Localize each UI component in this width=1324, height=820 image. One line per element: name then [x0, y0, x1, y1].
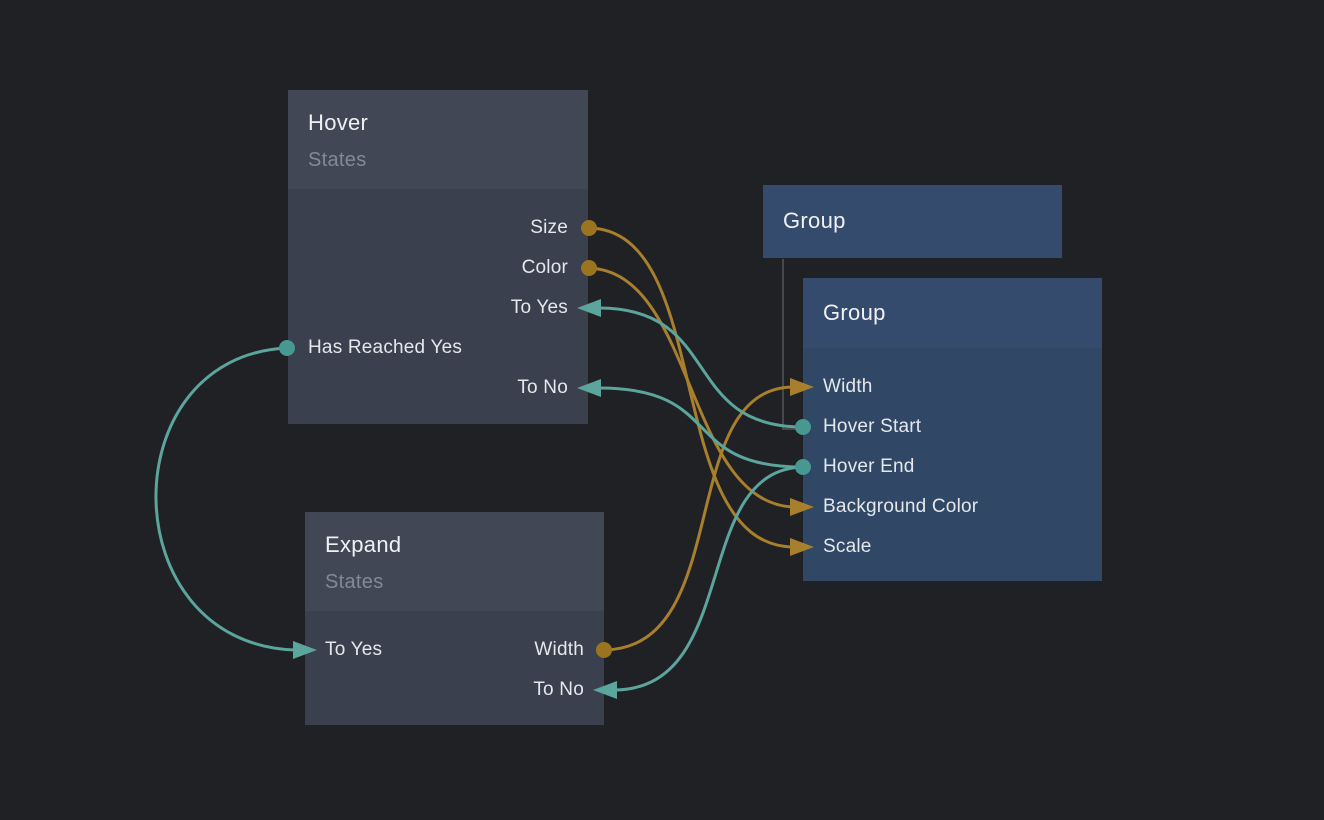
node-expand-header[interactable] [305, 512, 604, 611]
node-hover-title: Hover [308, 110, 369, 135]
node-group-parent-title: Group [783, 208, 846, 233]
port-group-scale[interactable]: Scale [823, 536, 872, 557]
wire-has-reached-yes-to-to-yes-expand[interactable] [154, 346, 297, 652]
wire-hover-end-to-to-no-hover[interactable] [597, 386, 805, 469]
port-expand-to-yes[interactable]: To Yes [325, 639, 383, 660]
wire-color-to-background-color[interactable] [587, 266, 794, 509]
node-group-parent-header[interactable] [763, 185, 1062, 258]
node-group-child-body [803, 348, 1102, 581]
node-group-parent[interactable] [763, 185, 1062, 258]
wire-hover-end-to-to-no-expand[interactable] [613, 465, 805, 692]
node-expand-body [305, 611, 604, 725]
port-group-hover-start[interactable]: Hover Start [823, 416, 922, 437]
port-group-hover-end[interactable]: Hover End [823, 456, 915, 477]
node-expand-states[interactable] [305, 512, 604, 725]
node-group-child-header[interactable] [803, 278, 1102, 348]
wire-size-to-scale[interactable] [587, 226, 794, 549]
node-hover-body [288, 189, 588, 424]
port-hover-to-no[interactable]: To No [517, 377, 568, 398]
port-group-width[interactable]: Width [823, 376, 873, 397]
port-expand-to-no[interactable]: To No [533, 679, 584, 700]
node-expand-subtitle: States [325, 571, 384, 593]
port-group-background-color[interactable]: Background Color [823, 496, 979, 517]
wire-hover-start-to-to-yes[interactable] [597, 306, 805, 429]
port-hover-to-yes[interactable]: To Yes [510, 297, 568, 318]
node-group-child-title: Group [823, 300, 886, 325]
hierarchy-line-group-parent-child [782, 259, 801, 430]
node-hover-states[interactable] [288, 90, 588, 424]
port-hover-color[interactable]: Color [521, 257, 568, 278]
port-expand-width[interactable]: Width [534, 639, 584, 660]
port-hover-size[interactable]: Size [530, 217, 568, 238]
wire-expand-width-to-group-width[interactable] [602, 385, 794, 652]
node-hover-subtitle: States [308, 149, 367, 171]
node-hover-header[interactable] [288, 90, 588, 189]
node-group-child[interactable] [803, 278, 1102, 581]
port-hover-has-reached-yes[interactable]: Has Reached Yes [308, 337, 463, 358]
node-expand-title: Expand [325, 532, 402, 557]
